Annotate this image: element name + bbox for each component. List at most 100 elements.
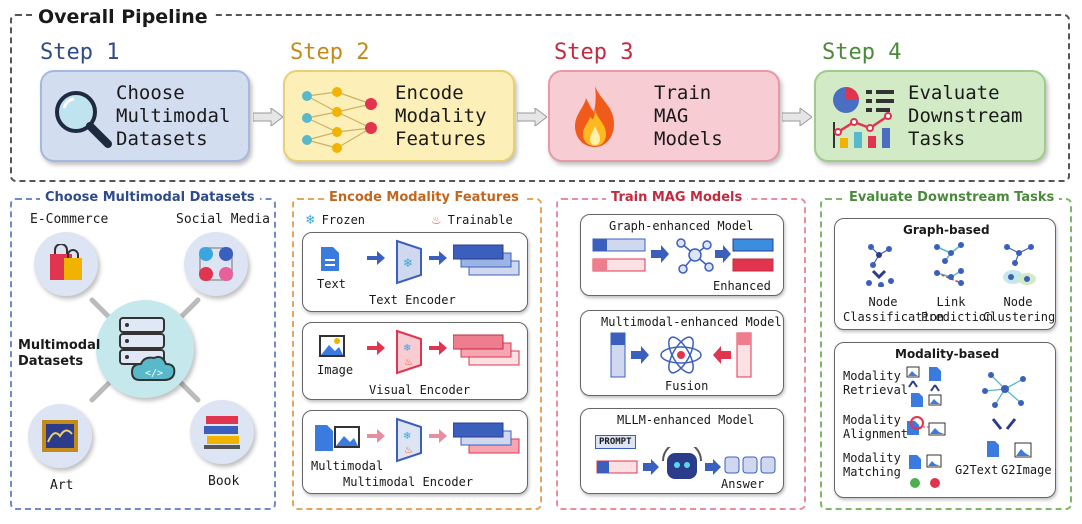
step-3-card: Train MAG Models (548, 70, 780, 162)
datasets-panel-title: Choose Multimodal Datasets (40, 190, 260, 205)
graph-enhanced-card: Graph-enhanced Model Enhanced (580, 214, 784, 296)
analytics-chart-icon (833, 87, 894, 148)
matching-label-1: Modality (843, 451, 901, 465)
book-label: Book (208, 474, 240, 489)
book-circle (190, 400, 254, 464)
ecommerce-circle (34, 232, 98, 296)
text-encoder-label: Text Encoder (369, 293, 456, 307)
visual-encoder-card: Image ❄♨ Visual Encoder (302, 322, 528, 400)
alignment-label-1: Modality (843, 413, 901, 427)
document-image-icon (315, 425, 360, 451)
neural-network-icon (302, 87, 377, 153)
step-1-label: Step 1 (40, 40, 120, 65)
evaluate-panel-title: Evaluate Downstream Tasks (844, 190, 1060, 205)
svg-text:♨: ♨ (404, 357, 413, 368)
multimodal-encoder-card: Multimodal ❄♨ Multimodal Encoder (302, 410, 528, 494)
g2image-label: G2Image (1001, 463, 1052, 477)
fusion-label: Fusion (665, 379, 709, 393)
svg-text:</>: </> (145, 368, 163, 379)
alignment-label-2: Alignment (843, 427, 909, 441)
train-panel-title: Train MAG Models (606, 190, 748, 205)
step-1-line-3: Datasets (116, 128, 208, 150)
graph-based-title: Graph-based (903, 223, 990, 237)
shopping-bag-icon (50, 244, 82, 280)
flame-icon: ♨ (432, 212, 441, 228)
graph-based-card: Graph-based Node Classification Link Pre… (834, 218, 1056, 330)
document-icon (321, 247, 339, 271)
step-4-line-3: Tasks (908, 128, 966, 150)
multimodal-enhanced-title: Multimodal-enhanced Model (601, 315, 782, 329)
svg-text:❄: ❄ (403, 431, 411, 442)
modality-based-title: Modality-based (895, 347, 1000, 361)
image-icon (319, 335, 345, 357)
encode-panel-title: Encode Modality Features (324, 190, 524, 205)
step-4-label: Step 4 (822, 40, 902, 65)
multimodal-enhanced-card: Multimodal-enhanced Model Fusion (580, 310, 784, 396)
arrow-icon (367, 341, 385, 355)
link-prediction-label-1: Link (936, 295, 966, 309)
step-3-line-1: Train (654, 82, 712, 104)
social-media-label: Social Media (176, 212, 270, 227)
multimodal-input-label: Multimodal (311, 459, 384, 473)
matching-label-2: Matching (843, 465, 901, 479)
node-classification-label-2: Classification (843, 310, 945, 324)
painting-icon (42, 420, 78, 452)
fusion-diagram-icon (610, 332, 752, 378)
art-label: Art (50, 478, 74, 493)
step-2-line-2: Modality (395, 105, 487, 127)
snowflake-icon: ❄ (306, 212, 315, 228)
answer-label: Answer (721, 477, 765, 491)
text-input-label: Text (317, 277, 346, 291)
pipeline-title: Overall Pipeline (32, 6, 214, 28)
trainable-encoder-icon: ❄♨ (396, 329, 422, 375)
step-1-line-1: Choose (116, 82, 185, 104)
prompt-tag: PROMPT (595, 435, 636, 449)
trainable-label: Trainable (447, 213, 513, 227)
database-icon: </> (119, 317, 176, 381)
step-3-line-3: Models (654, 128, 723, 150)
svg-text:❄: ❄ (403, 343, 411, 354)
multimodal-datasets-label-1: Multimodal (18, 338, 101, 353)
step-2-line-1: Encode (395, 82, 464, 104)
text-encoder-card: Text ❄ Text Encoder (302, 232, 528, 312)
enhanced-label: Enhanced (713, 279, 771, 293)
frozen-encoder-icon: ❄ (396, 239, 422, 285)
node-clustering-label-2: Clustering (983, 310, 1056, 324)
image-embedding-icon (453, 334, 520, 366)
step-4-line-1: Evaluate (908, 82, 1000, 104)
step-1-card: Choose Multimodal Datasets (40, 70, 250, 162)
overall-pipeline-frame (10, 14, 1070, 182)
step-arrow-icon (517, 108, 547, 126)
link-prediction-icon (934, 242, 964, 286)
image-input-label: Image (317, 363, 354, 377)
multimodal-encoder-icon: ❄♨ (396, 417, 422, 463)
modality-tasks-icon (906, 366, 1032, 488)
multimodal-datasets-label-2: Datasets (18, 354, 84, 369)
mllm-enhanced-title: MLLM-enhanced Model (617, 413, 755, 427)
node-classification-label-1: Node (868, 295, 898, 309)
step-arrow-icon (782, 108, 812, 126)
link-prediction-label-2: Prediction (921, 310, 994, 324)
retrieval-label-1: Modality (843, 369, 901, 383)
arrow-icon (429, 429, 447, 443)
mllm-enhanced-card: MLLM-enhanced Model PROMPT Answer (580, 408, 784, 494)
art-circle (28, 404, 92, 468)
step-3-label: Step 3 (554, 40, 634, 65)
text-embedding-icon (453, 244, 520, 276)
step-2-card: Encode Modality Features (283, 70, 515, 162)
mllm-diagram-icon (596, 447, 776, 479)
magnifier-icon (55, 91, 112, 148)
arrow-icon (367, 251, 385, 265)
multimodal-encoder-label: Multimodal Encoder (343, 475, 474, 489)
step-3-line-2: MAG (654, 105, 689, 127)
social-media-circle (184, 232, 248, 296)
step-2-line-3: Features (395, 128, 487, 150)
arrow-icon (429, 251, 447, 265)
social-apps-icon (199, 247, 233, 281)
graph-enhanced-title: Graph-enhanced Model (609, 219, 754, 233)
svg-text:❄: ❄ (403, 256, 413, 270)
fire-icon (575, 86, 614, 147)
node-classification-icon (866, 244, 894, 287)
g2text-label: G2Text (955, 463, 999, 477)
step-2-label: Step 2 (290, 40, 370, 65)
